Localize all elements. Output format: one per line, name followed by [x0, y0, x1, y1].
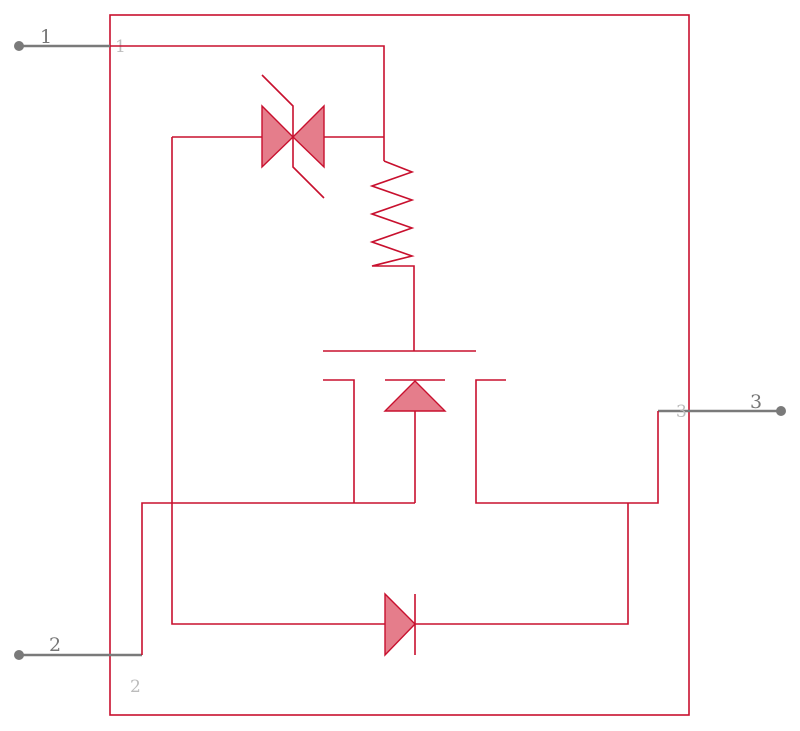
pin-3-inner-label: 3 [676, 402, 687, 422]
gate-resistor-icon [369, 160, 415, 267]
body-diode-icon [383, 379, 447, 503]
bidirectional-tvs-diode-icon [261, 74, 325, 199]
pin-1-inner-label: 1 [115, 37, 126, 57]
component-body-outline [109, 14, 690, 716]
source-net-wire [141, 502, 415, 655]
pin-1-number: 1 [40, 26, 52, 48]
pin-2-inner-label: 2 [130, 677, 141, 697]
pin-1-endpoint[interactable] [14, 41, 24, 51]
resistor-to-gate-wire [412, 265, 415, 351]
pin-2[interactable]: 2 2 [14, 634, 142, 697]
pin-2-number: 2 [49, 634, 61, 656]
gate-net-wire [110, 45, 385, 161]
bypass-diode-icon [384, 592, 416, 657]
pin-3-number: 3 [750, 391, 762, 413]
pin-2-endpoint[interactable] [14, 650, 24, 660]
pin-3-endpoint[interactable] [776, 406, 786, 416]
mosfet-source-segment [323, 379, 355, 503]
bypass-loop-left-wire [171, 137, 385, 625]
pin-3[interactable]: 3 3 [658, 391, 786, 422]
mosfet-drain-segment [475, 379, 659, 504]
pin-1[interactable]: 1 1 [14, 26, 126, 57]
bypass-loop-right-wire [415, 503, 629, 625]
